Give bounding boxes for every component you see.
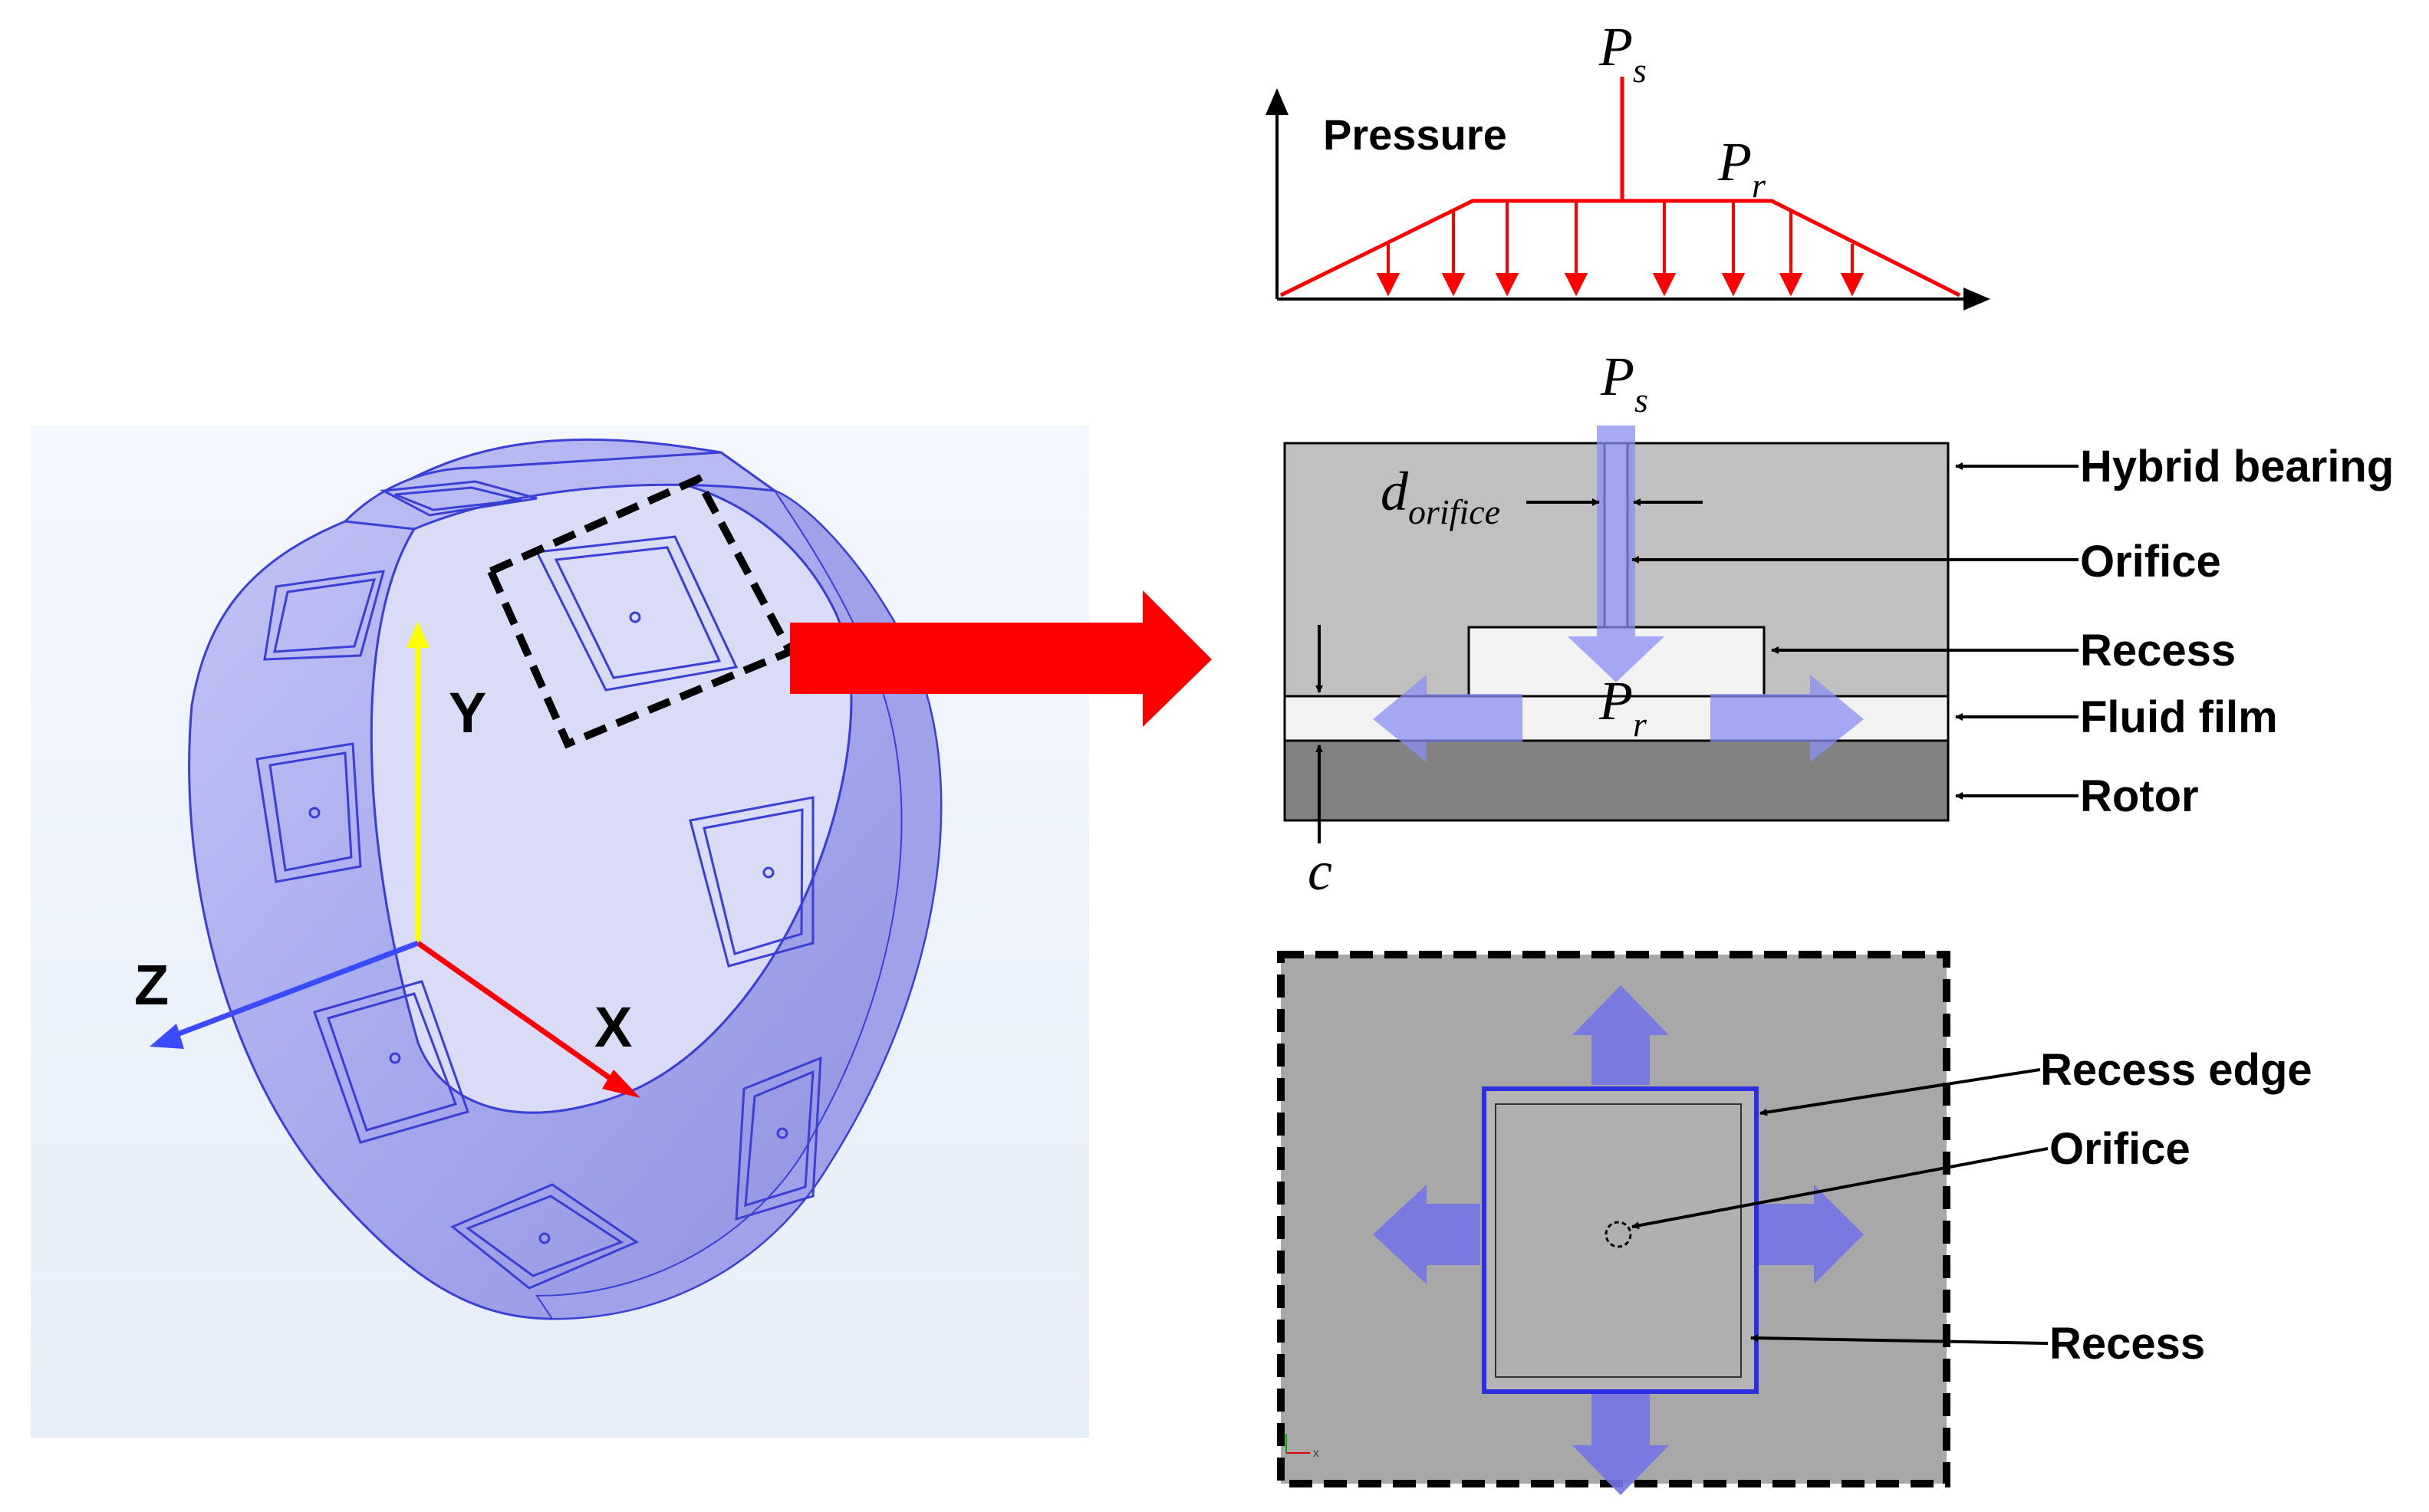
pressure-axis-label: Pressure <box>1323 110 1507 159</box>
top-recess-leader <box>1750 1334 2049 1345</box>
y-axis-label: Y <box>449 681 486 744</box>
recess-pocket <box>255 742 362 883</box>
x-axis-arrowhead <box>602 1070 640 1098</box>
recess-pocket <box>689 796 815 968</box>
mini-axis-triad: x <box>1285 1434 1319 1460</box>
recess-pocket <box>313 980 469 1144</box>
recess-inner-area <box>1495 1103 1742 1378</box>
flow-arrow-down <box>1572 1388 1669 1495</box>
supply-pressure-letter: P <box>1598 16 1633 77</box>
orifice-diameter-symbol: dorifice <box>1381 461 1500 531</box>
pressure-arrow <box>1376 244 1400 297</box>
x-axis-label: X <box>594 995 632 1059</box>
pressure-y-axis-arrowhead <box>1266 88 1289 115</box>
cs-supply-pressure-subscript: s <box>1634 380 1648 419</box>
ring-right-band <box>535 488 942 1320</box>
zoom-arrow <box>790 590 1212 727</box>
supply-pressure-subscript: s <box>1633 51 1647 90</box>
top-orifice-label: Orifice <box>2049 1124 2190 1174</box>
pressure-arrow <box>1721 201 1746 297</box>
mini-axis-x-label: x <box>1313 1447 1319 1460</box>
pressure-load-arrows <box>1376 201 1865 297</box>
left-film-flow-arrow <box>1373 675 1522 762</box>
flow-arrow-left <box>1373 1185 1480 1284</box>
ring-recess-pockets <box>255 480 822 1290</box>
recess-pressure-symbol: Pr <box>1717 131 1766 205</box>
supply-flow-arrow <box>1568 426 1664 682</box>
z-axis-arrowhead <box>150 1024 184 1049</box>
pressure-arrow <box>1779 212 1803 297</box>
top-recess-label: Recess <box>2049 1319 2205 1369</box>
y-axis-arrowhead <box>406 621 430 648</box>
recess-edge-label: Recess edge <box>2040 1045 2312 1095</box>
recess-label: Recess <box>2080 626 2236 675</box>
recess-pressure-subscript: r <box>1752 166 1766 205</box>
cross-section: Ps Pr dorifice c Hybrid bearing Orifice … <box>1283 346 2394 902</box>
orifice-diameter-subscript: orifice <box>1408 492 1500 531</box>
top-orifice-leader <box>1631 1147 2049 1230</box>
cs-supply-pressure-letter: P <box>1600 346 1634 407</box>
cs-recess-pressure-symbol: Pr <box>1598 670 1647 744</box>
supply-pressure-symbol: Ps <box>1598 16 1647 90</box>
bearing-3d-view: Y X Z <box>31 426 1089 1438</box>
recess-pocket <box>379 480 538 517</box>
rotor-body <box>1283 739 1950 822</box>
recess-pocket <box>735 1056 822 1221</box>
recess-pressure-letter: P <box>1717 131 1752 192</box>
cs-recess-pressure-letter: P <box>1598 670 1633 731</box>
recess-pocket <box>450 1183 640 1290</box>
rotor-label: Rotor <box>2080 771 2199 821</box>
orifice-hole <box>1605 1221 1632 1248</box>
orifice-label: Orifice <box>2080 537 2221 587</box>
hybrid-bearing-label: Hybrid bearing <box>2080 442 2394 491</box>
pressure-arrow <box>1495 201 1519 297</box>
pressure-arrow <box>1652 201 1677 297</box>
pressure-arrow <box>1564 201 1588 297</box>
recess-pocket <box>535 535 739 692</box>
cs-recess-pressure-subscript: r <box>1633 705 1647 744</box>
pressure-arrow <box>1441 212 1466 297</box>
cross-section-callouts: Hybrid bearing Orifice Recess Fluid film… <box>1631 442 2394 821</box>
pressure-arrow <box>1840 244 1865 297</box>
cs-supply-pressure-symbol: Ps <box>1600 346 1648 419</box>
z-axis-label: Z <box>134 953 169 1017</box>
recess-pocket <box>263 570 386 661</box>
top-view-callouts: Recess edge Orifice Recess <box>1631 1045 2312 1369</box>
flow-arrow-right <box>1756 1185 1864 1284</box>
flow-arrow-up <box>1572 985 1669 1085</box>
recess-top-view: x Recess edge Orifice Recess <box>1277 951 2312 1495</box>
orifice-diameter-letter: d <box>1381 461 1409 522</box>
pressure-x-axis-arrowhead <box>1963 288 1990 311</box>
z-axis-line <box>163 940 420 1042</box>
fluid-film-label: Fluid film <box>2080 692 2278 742</box>
coordinate-axes: Y X Z <box>134 621 640 1098</box>
recess-edge-leader <box>1759 1068 2041 1116</box>
clearance-symbol: c <box>1308 840 1332 902</box>
right-film-flow-arrow <box>1710 675 1864 762</box>
x-axis-line <box>416 941 627 1091</box>
pressure-profile: Pressure Ps Pr <box>1266 16 1990 311</box>
